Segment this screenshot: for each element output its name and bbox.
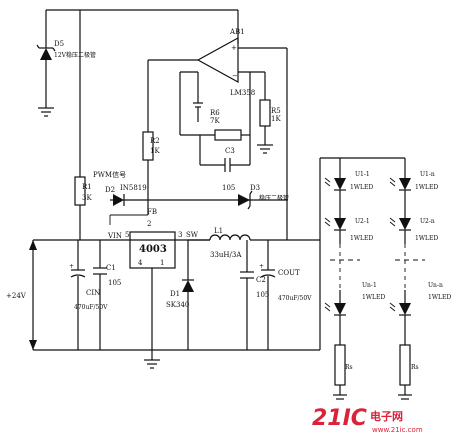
r6-value: 7K bbox=[210, 117, 220, 125]
led-un-1 bbox=[334, 290, 346, 325]
inductor-l1 bbox=[188, 234, 287, 241]
pin2-label: 2 bbox=[147, 220, 151, 228]
watermark-cn: 电子网 bbox=[370, 409, 403, 423]
r1-label: R1 bbox=[82, 183, 92, 191]
un-n-value: 1WLED bbox=[428, 294, 451, 301]
d1-label: D1 bbox=[170, 290, 180, 298]
d2-label: D2 bbox=[105, 186, 115, 194]
un-n-label: Un-n bbox=[428, 282, 443, 289]
resistor-r2 bbox=[142, 128, 154, 200]
led-u2-n bbox=[399, 210, 411, 244]
r5-label: R5 bbox=[271, 107, 281, 115]
un-1-label: Un-1 bbox=[362, 282, 377, 289]
r1-value: 3K bbox=[82, 194, 92, 202]
pin3-label: 3 bbox=[178, 231, 182, 239]
svg-text:+: + bbox=[259, 263, 264, 270]
c1-value: 105 bbox=[108, 279, 121, 287]
l1-value: 33uH/3A bbox=[210, 251, 242, 259]
led-array-wires bbox=[287, 157, 425, 395]
pwm-fb-line bbox=[109, 190, 287, 225]
ab1-label: AB1 bbox=[229, 28, 245, 36]
ground-led bbox=[333, 394, 412, 400]
u1-1-value: 1WLED bbox=[350, 184, 373, 191]
pin4-label: 4 bbox=[138, 259, 143, 267]
resistor-r5 bbox=[257, 99, 273, 154]
d3-label: D3 bbox=[250, 184, 260, 192]
u2-1-value: 1WLED bbox=[350, 235, 373, 242]
in5819-label: IN5819 bbox=[120, 184, 147, 192]
svg-text:−: − bbox=[232, 72, 238, 80]
lm358-label: LM358 bbox=[230, 89, 255, 97]
led-emission-arrows bbox=[324, 177, 396, 312]
u2-1-label: U2-1 bbox=[355, 218, 370, 225]
led-un-n bbox=[399, 290, 411, 325]
u1-1-label: U1-1 bbox=[355, 171, 370, 178]
c3-label: C3 bbox=[225, 147, 235, 155]
l1-label: L1 bbox=[214, 227, 223, 235]
cin-label: CIN bbox=[86, 289, 100, 297]
led-u1-1 bbox=[334, 170, 346, 210]
r5-value: 1K bbox=[271, 115, 281, 123]
c2-label: C2 bbox=[256, 276, 266, 284]
cin-value: 470uF/50V bbox=[74, 304, 108, 311]
d5-desc: 12V稳压二极管 bbox=[54, 51, 96, 59]
svg-text:+: + bbox=[69, 263, 74, 270]
ground-chip bbox=[144, 350, 160, 369]
r2-label: R2 bbox=[150, 137, 160, 145]
capacitor-c3 bbox=[199, 135, 251, 172]
opamp-lm358: + − bbox=[147, 36, 288, 240]
zener-diode-d5 bbox=[36, 38, 56, 117]
u1-n-value: 1WLED bbox=[415, 184, 438, 191]
c3-value: 105 bbox=[222, 184, 235, 192]
capacitor-c1 bbox=[93, 240, 107, 350]
capacitor-cout: + bbox=[259, 240, 276, 350]
resistor-rs-2 bbox=[399, 344, 411, 386]
pin5-label: 5 bbox=[125, 231, 129, 239]
r2-value: 1K bbox=[150, 147, 160, 155]
led-u1-n bbox=[399, 170, 411, 210]
r6-label: R6 bbox=[210, 109, 220, 117]
un-1-value: 1WLED bbox=[362, 294, 385, 301]
capacitor-c2 bbox=[240, 240, 254, 350]
chip-label: 4003 bbox=[139, 244, 167, 255]
pin1-label: 1 bbox=[160, 259, 164, 267]
pwm-label: PWM信号 bbox=[93, 170, 126, 179]
u2-n-value: 1WLED bbox=[415, 235, 438, 242]
d5-label: D5 bbox=[54, 40, 64, 48]
power-rail bbox=[29, 239, 320, 351]
c1-label: C1 bbox=[106, 264, 116, 272]
c2-value: 105 bbox=[256, 291, 269, 299]
d1-value: SK340 bbox=[166, 301, 189, 309]
rs-1-label: Rs bbox=[345, 364, 353, 371]
u2-n-label: U2-n bbox=[420, 218, 435, 225]
cout-value: 470uF/50V bbox=[278, 295, 312, 302]
cout-label: COUT bbox=[278, 269, 300, 277]
watermark-logo: 21IC bbox=[312, 406, 367, 431]
resistor-rs-1 bbox=[334, 344, 346, 386]
resistor-r1 bbox=[74, 176, 86, 240]
watermark-url: www.21ic.com bbox=[372, 426, 423, 434]
supply-label: +24V bbox=[6, 292, 27, 300]
sw-label: SW bbox=[186, 231, 199, 239]
diode-d1 bbox=[182, 240, 194, 350]
vin-label: VIN bbox=[107, 232, 122, 240]
svg-text:+: + bbox=[231, 44, 237, 52]
rs-2-label: Rs bbox=[411, 364, 419, 371]
fb-label: FB bbox=[147, 208, 157, 216]
feedback-network bbox=[179, 71, 250, 141]
capacitor-cin: + bbox=[69, 240, 86, 350]
d3-desc: 稳压二极管 bbox=[259, 194, 289, 202]
top-wires bbox=[45, 9, 239, 177]
u1-n-label: U1-n bbox=[420, 171, 435, 178]
led-u2-1 bbox=[334, 210, 346, 244]
watermark: 21IC 电子网 www.21ic.com bbox=[312, 406, 423, 434]
